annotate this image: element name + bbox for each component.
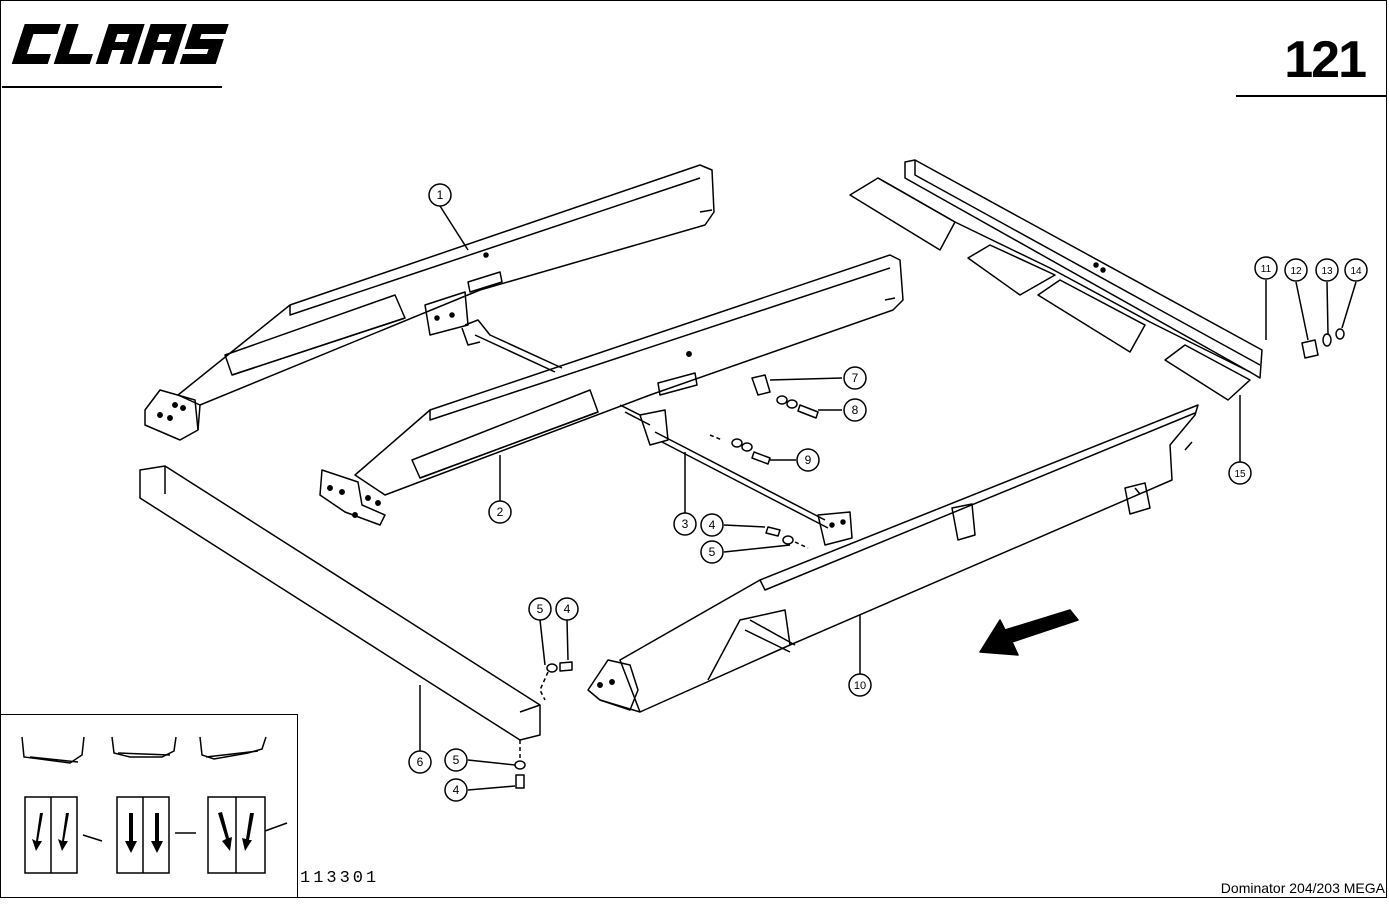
callout-12: 12 — [1290, 266, 1302, 277]
callout-7: 7 — [852, 371, 859, 385]
callout-11: 11 — [1261, 264, 1272, 275]
callout-4: 4 — [709, 518, 716, 532]
callout-13: 13 — [1321, 266, 1333, 277]
page-number-underline — [1236, 95, 1386, 97]
part-6-plate — [139, 465, 541, 741]
callout-1: 1 — [437, 188, 444, 202]
callout-5: 5 — [537, 602, 544, 616]
callout-4: 4 — [564, 602, 571, 616]
callout-5: 5 — [453, 753, 460, 767]
callout-2: 2 — [497, 505, 504, 519]
drawing-number: 113301 — [300, 869, 380, 888]
part-11-rail — [904, 159, 1263, 379]
configuration-inset — [0, 714, 298, 898]
callout-4: 4 — [453, 783, 460, 797]
logo-underline — [2, 86, 222, 88]
callout-3: 3 — [682, 517, 689, 531]
part-1-side-rail — [144, 164, 715, 441]
part-3-cross-tube — [619, 404, 853, 546]
callout-8: 8 — [852, 403, 859, 417]
callout-9: 9 — [805, 453, 812, 467]
model-name: Dominator 204/203 MEGA — [1220, 880, 1385, 896]
callout-14: 14 — [1350, 266, 1362, 277]
part-15-wear-strips — [849, 177, 1251, 401]
callout-5: 5 — [709, 545, 716, 559]
part-2-side-rail — [319, 254, 904, 526]
callout-10: 10 — [854, 680, 866, 692]
claas-logo — [8, 20, 233, 73]
callout-6: 6 — [417, 755, 424, 769]
page-number: 121 — [1284, 31, 1367, 89]
callout-15: 15 — [1234, 469, 1246, 480]
part-10-side-rail — [587, 404, 1199, 713]
